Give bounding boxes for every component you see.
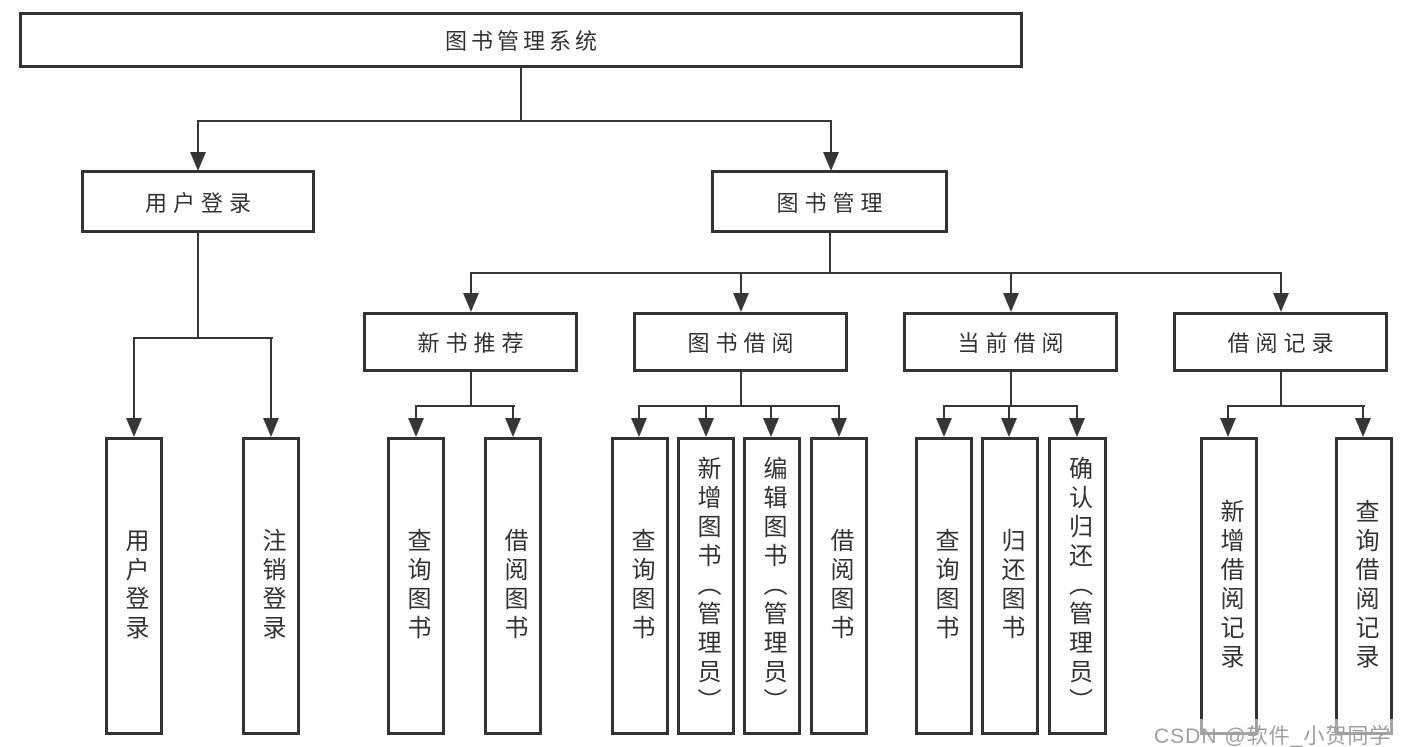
connector-drop-book-management xyxy=(830,120,832,154)
leaf-label: 归还图书 xyxy=(997,528,1024,644)
leaf-label: 确认归还（管理员） xyxy=(1064,455,1092,717)
connector-drop-current-borrow xyxy=(1010,272,1012,296)
node-library-management-system: 图书管理系统 xyxy=(19,12,1023,68)
connector-drop-borrow-record xyxy=(1280,272,1282,296)
connector-drop-leaf xyxy=(1076,405,1078,421)
leaf-query-borrow-record: 查询借阅记录 xyxy=(1335,437,1393,735)
arrow-down-icon xyxy=(1001,418,1017,437)
connector-drop-login-leaf xyxy=(133,337,135,421)
connector-user-login-stem xyxy=(197,233,199,339)
arrow-down-icon xyxy=(463,293,479,312)
connector-drop-leaf xyxy=(943,405,945,421)
arrow-down-icon xyxy=(763,418,779,437)
connector-drop-leaf xyxy=(1008,405,1010,421)
connector-current-borrow-rail xyxy=(943,405,1078,407)
leaf-add-books-admin: 新增图书（管理员） xyxy=(677,437,735,735)
connector-user-login-rail xyxy=(133,337,273,339)
connector-level2-rail xyxy=(197,120,832,122)
connector-drop-user-login xyxy=(197,120,199,154)
connector-drop-leaf xyxy=(705,405,707,421)
connector-drop-leaf xyxy=(638,405,640,421)
leaf-logout: 注销登录 xyxy=(242,437,300,735)
leaf-label: 注销登录 xyxy=(258,528,285,644)
leaf-edit-books-admin: 编辑图书（管理员） xyxy=(743,437,801,735)
connector-level3-rail xyxy=(470,272,1282,274)
arrow-down-icon xyxy=(1220,418,1236,437)
leaf-label: 新增借阅记录 xyxy=(1216,499,1243,673)
arrow-down-icon xyxy=(126,418,142,437)
arrow-down-icon xyxy=(831,418,847,437)
arrow-down-icon xyxy=(1069,418,1085,437)
arrow-down-icon xyxy=(733,293,749,312)
leaf-label: 借阅图书 xyxy=(826,528,853,644)
leaf-return-books: 归还图书 xyxy=(981,437,1039,735)
connector-drop-leaf xyxy=(415,405,417,421)
connector-book-borrow-stem xyxy=(740,372,742,407)
arrow-down-icon xyxy=(631,418,647,437)
connector-drop-leaf xyxy=(770,405,772,421)
leaf-label: 用户登录 xyxy=(121,528,148,644)
leaf-confirm-return-admin: 确认归还（管理员） xyxy=(1048,437,1107,735)
csdn-watermark: CSDN @软件_小贺同学 xyxy=(1150,719,1396,747)
leaf-query-books-recommend: 查询图书 xyxy=(387,437,445,735)
arrow-down-icon xyxy=(1273,293,1289,312)
connector-book-borrow-rail xyxy=(638,405,840,407)
leaf-borrow-books: 借阅图书 xyxy=(810,437,868,735)
connector-new-book-rail xyxy=(415,405,515,407)
arrow-down-icon xyxy=(1355,418,1371,437)
connector-book-management-stem xyxy=(829,233,831,274)
arrow-down-icon xyxy=(263,418,279,437)
leaf-label: 查询图书 xyxy=(931,528,958,644)
node-new-book-recommend: 新书推荐 xyxy=(363,312,578,372)
connector-drop-leaf xyxy=(512,405,514,421)
leaf-query-books-current: 查询图书 xyxy=(915,437,973,735)
leaf-label: 查询图书 xyxy=(627,528,654,644)
arrow-down-icon xyxy=(1003,293,1019,312)
node-user-login: 用户登录 xyxy=(81,170,315,233)
arrow-down-icon xyxy=(190,152,206,171)
connector-current-borrow-stem xyxy=(1010,372,1012,407)
connector-drop-leaf xyxy=(1227,405,1229,421)
arrow-down-icon xyxy=(936,418,952,437)
arrow-down-icon xyxy=(408,418,424,437)
leaf-label: 借阅图书 xyxy=(500,528,527,644)
arrow-down-icon xyxy=(505,418,521,437)
leaf-label: 新增图书（管理员） xyxy=(693,455,720,717)
leaf-label: 查询图书 xyxy=(403,528,430,644)
connector-drop-book-borrow xyxy=(740,272,742,296)
connector-drop-leaf xyxy=(838,405,840,421)
connector-borrow-record-stem xyxy=(1280,372,1282,407)
leaf-label: 编辑图书（管理员） xyxy=(759,455,786,717)
node-current-borrow: 当前借阅 xyxy=(903,312,1118,372)
arrow-down-icon xyxy=(698,418,714,437)
node-borrow-record: 借阅记录 xyxy=(1173,312,1388,372)
arrow-down-icon xyxy=(823,152,839,171)
connector-drop-leaf xyxy=(1362,405,1364,421)
leaf-add-borrow-record: 新增借阅记录 xyxy=(1200,437,1258,735)
leaf-borrow-books-recommend: 借阅图书 xyxy=(484,437,542,735)
node-book-management: 图书管理 xyxy=(711,170,948,233)
connector-borrow-record-rail xyxy=(1227,405,1365,407)
connector-new-book-stem xyxy=(470,372,472,407)
leaf-query-books-borrow: 查询图书 xyxy=(611,437,669,735)
leaf-user-login: 用户登录 xyxy=(105,437,163,735)
connector-drop-new-book xyxy=(470,272,472,296)
leaf-label: 查询借阅记录 xyxy=(1351,499,1378,673)
node-book-borrow: 图书借阅 xyxy=(633,312,848,372)
connector-root-stem xyxy=(520,68,522,122)
connector-drop-logout-leaf xyxy=(270,337,272,421)
